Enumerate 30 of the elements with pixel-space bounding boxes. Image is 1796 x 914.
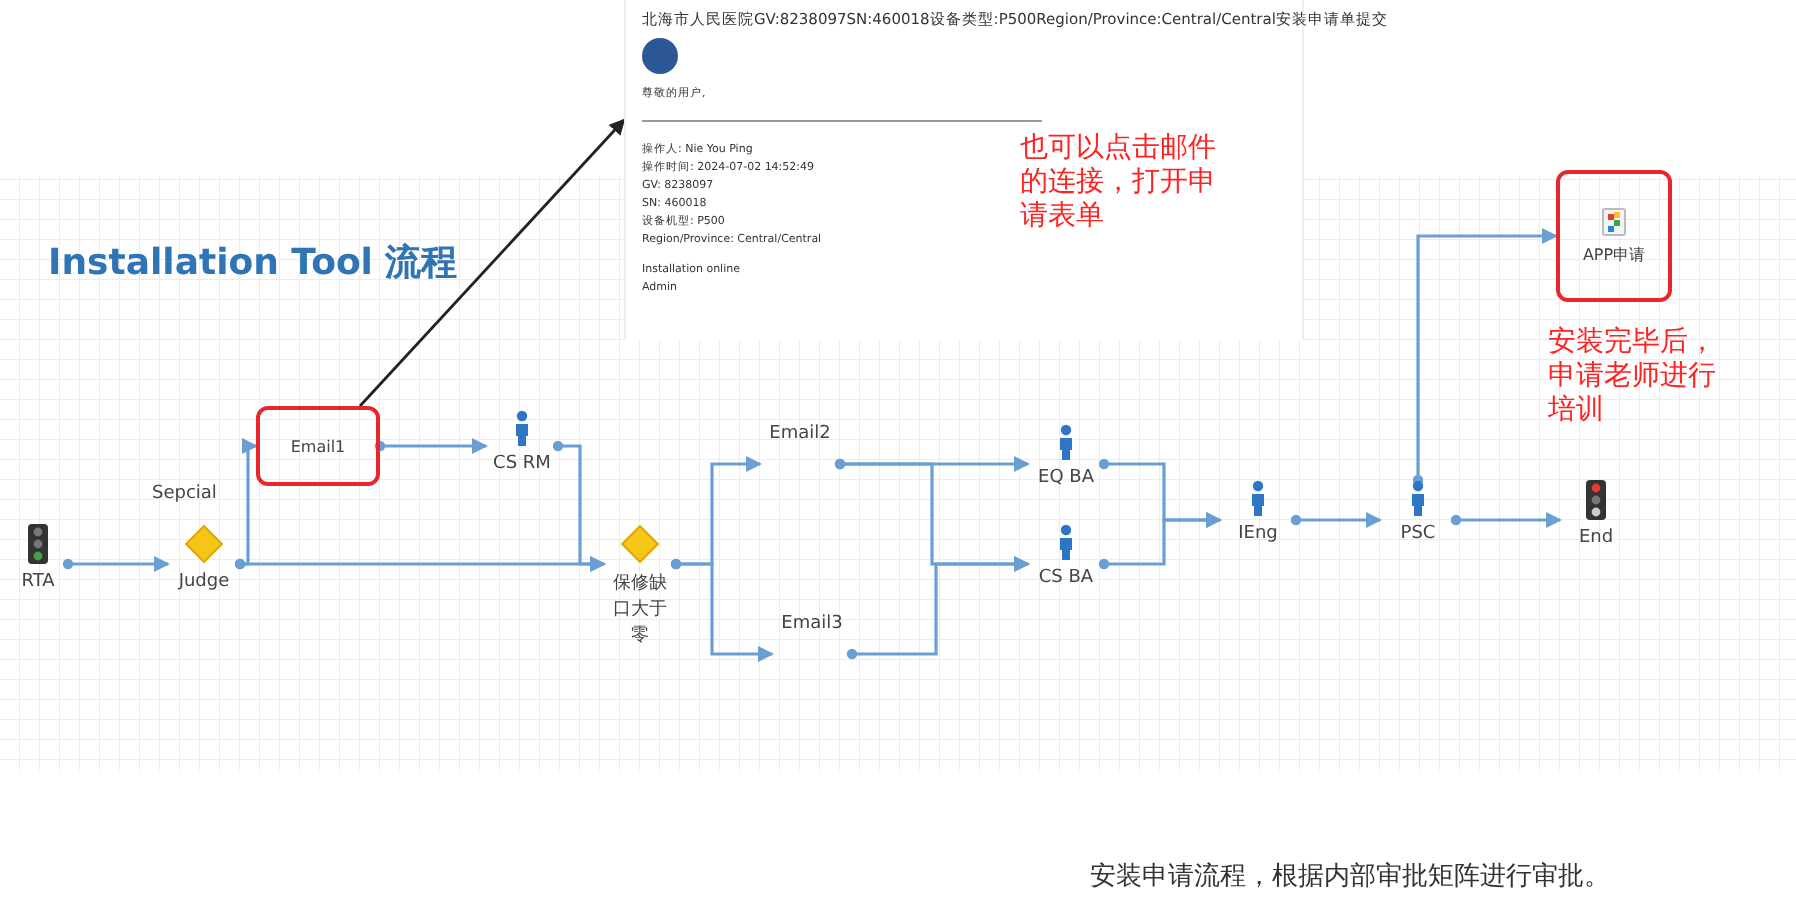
connector-arrow [1098, 512, 1222, 570]
step-label: APP申请 [1582, 243, 1646, 265]
step-label: Email2 [769, 424, 831, 446]
connector-arrow [846, 556, 1030, 660]
step-label: End [1578, 528, 1614, 550]
note-text: 安装完毕后，申请老师进行培训 [1548, 326, 1718, 428]
step-label: IEng [1238, 524, 1278, 546]
title: Installation Tool 流程 [48, 240, 458, 286]
highlight-box [1556, 170, 1672, 302]
connector-arrow [62, 556, 170, 572]
connector-arrow [552, 440, 606, 572]
caption: 安装申请流程，根据内部审批矩阵进行审批。 [1090, 860, 1610, 894]
connector-arrow [1450, 512, 1562, 528]
step-label: 保修缺口大于零 [611, 572, 669, 650]
step-label: Email3 [781, 614, 843, 636]
step-label: CS RM [493, 454, 551, 476]
step-label: EQ BA [1038, 468, 1094, 490]
step-label: Judge [178, 572, 230, 594]
step-label: Email1 [290, 435, 346, 457]
side-label: Sepcial [152, 484, 217, 506]
connector-arrow [1412, 228, 1558, 486]
step-label: CS BA [1038, 568, 1094, 590]
highlight-box [256, 406, 380, 486]
connector-arrow [374, 438, 488, 454]
step-label: PSC [1400, 524, 1436, 546]
step-label: RTA [21, 572, 55, 594]
connector-arrow [358, 118, 626, 407]
note-text: 也可以点击邮件的连接，打开申请表单 [1020, 132, 1218, 234]
connector-arrow [670, 558, 774, 662]
connector-arrow [1290, 512, 1382, 528]
